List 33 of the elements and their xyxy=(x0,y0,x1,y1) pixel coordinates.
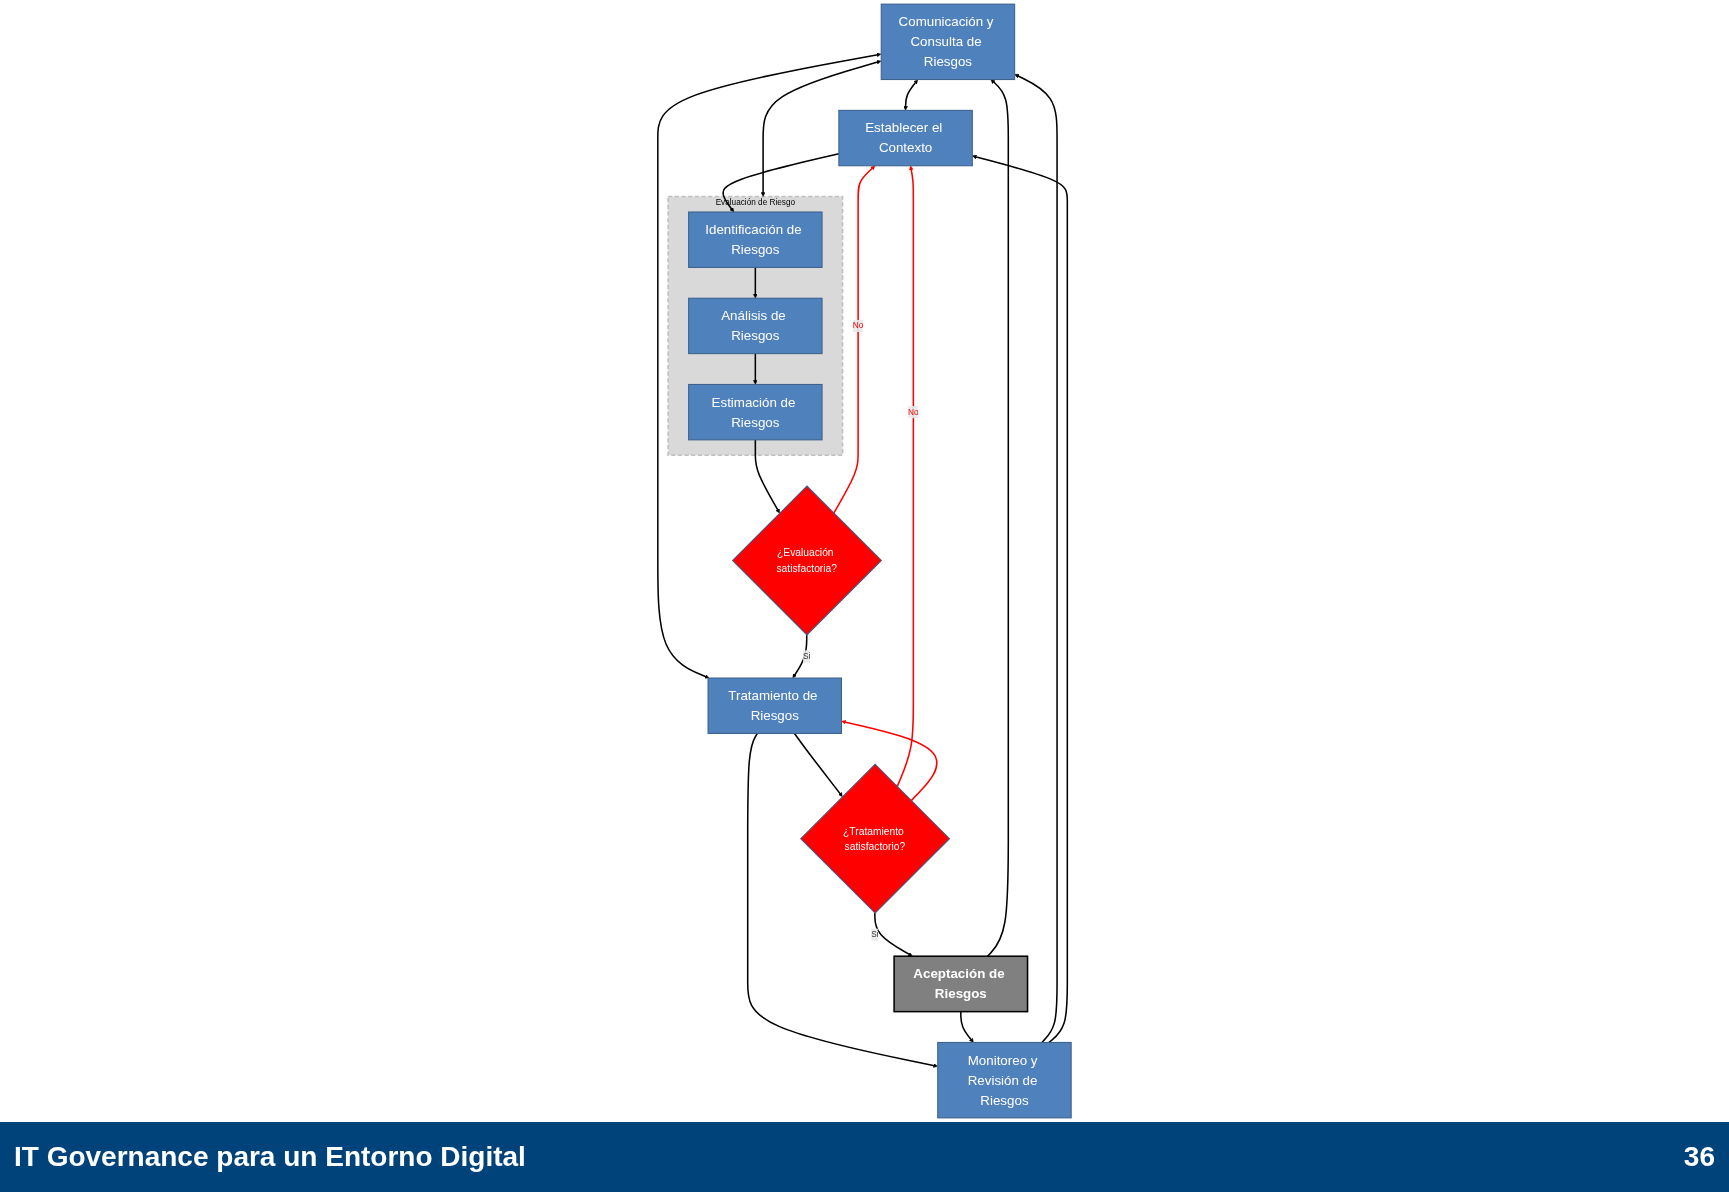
node-box: Comunicación y Consulta de Riesgos xyxy=(880,3,1016,81)
node-box: Análisis de Riesgos xyxy=(688,297,823,355)
arrow xyxy=(793,732,843,797)
edge-label: No xyxy=(908,407,919,417)
node-box: Identificación de Riesgos xyxy=(688,211,823,268)
arrow xyxy=(841,719,938,802)
arrow xyxy=(903,79,918,111)
arrow xyxy=(657,52,882,679)
arrow xyxy=(986,79,1010,957)
node-box: Tratamiento de Riesgos xyxy=(707,677,842,734)
page-number: 36 xyxy=(1683,1141,1715,1173)
arrow xyxy=(972,154,1069,1044)
node-diamond: ¿Tratamiento satisfactorio? xyxy=(799,763,951,914)
arrow xyxy=(753,352,758,385)
arrow xyxy=(792,634,808,679)
footer-text: IT Governance para un Entorno Digital xyxy=(14,1141,526,1173)
arrow xyxy=(753,266,758,299)
node-box: Monitoreo y Revisión de Riesgos xyxy=(937,1041,1072,1119)
arrow xyxy=(754,439,780,514)
edge-label: No xyxy=(852,321,864,331)
edge-label: Si xyxy=(803,651,811,661)
arrow xyxy=(760,60,882,197)
node-box: Establecer el Contexto xyxy=(838,109,973,167)
arrow xyxy=(960,1010,974,1043)
arrow xyxy=(833,165,876,514)
arrow xyxy=(746,732,938,1068)
arrow xyxy=(896,165,915,788)
node-box: Estimación de Riesgos xyxy=(688,383,823,441)
node-box: Aceptación de Riesgos xyxy=(893,955,1029,1013)
edge-label: Si xyxy=(871,930,879,939)
arrow xyxy=(874,912,913,957)
arrow xyxy=(1014,74,1058,1044)
node-diamond: ¿Evaluación satisfactoria? xyxy=(731,485,883,636)
